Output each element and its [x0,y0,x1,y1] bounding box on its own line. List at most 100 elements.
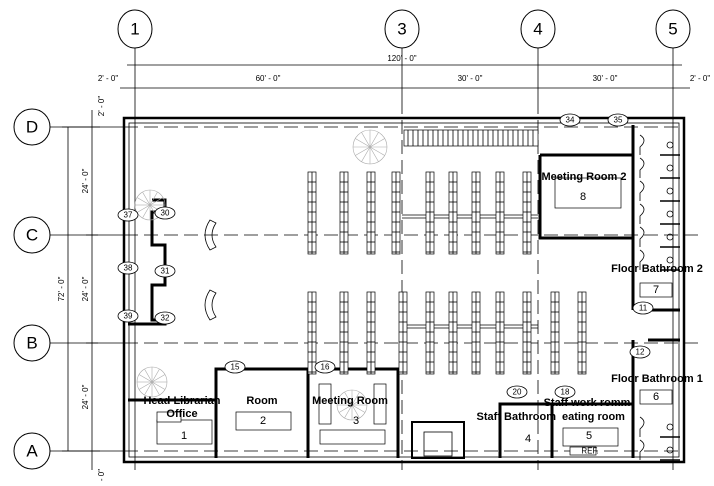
grid-bubble-B: B [13,324,51,362]
dim-bay-4-5: 30' - 0" [593,74,618,83]
dim-top-offset: 2' - 0" [97,96,106,117]
ref-label: REF. [581,447,598,456]
bookshelf [577,291,587,375]
room-name-room: Room [246,395,277,407]
grid-label: 1 [130,20,139,39]
door-tag: 30 [154,206,176,220]
dim-bay-1-3: 60' - 0" [256,74,281,83]
door-tag: 31 [154,264,176,278]
toilet-stall [639,249,680,271]
dim-overall-height: 72' - 0" [57,276,66,301]
room-name-meeting-room-2: Meeting Room 2 [542,171,627,183]
door-tag: 35 [607,113,629,127]
dim-right-offset: 2' - 0" [690,74,711,83]
toilet-stall [639,439,680,461]
room-name-head-librarian: Head Librarian [143,395,220,407]
bookshelf [425,291,435,375]
plants [134,129,388,421]
door-tag: 15 [224,360,246,374]
grid-label: D [26,118,38,137]
bookshelf [471,171,481,255]
room-name-floor-bathroom-2: Floor Bathroom 2 [611,263,703,275]
door-tag: 18 [554,385,576,399]
dim-row-c-b: 24' - 0" [81,276,90,301]
bookshelf [448,291,458,375]
room-number-1: 1 [181,430,187,442]
room-name-office: Office [166,408,197,420]
toilet-stall [639,226,680,248]
door-tag-number: 20 [513,388,522,397]
door-tag-number: 35 [614,116,623,125]
door-tag-number: 11 [639,304,648,313]
grid-label: 4 [533,20,542,39]
door-tag: 34 [559,113,581,127]
dim-row-d-c: 24' - 0" [81,168,90,193]
grid-bubble-C: C [13,216,51,254]
grid-label: 3 [397,20,406,39]
toilet-stalls [639,134,680,461]
toilet-stall [639,416,680,438]
bookshelf [471,291,481,375]
door-tag: 37 [117,208,139,222]
room-number-6: 6 [653,391,659,403]
door-tag-number: 31 [161,267,170,276]
grid-bubble-1: 1 [117,9,153,49]
room-number-2: 2 [260,415,266,427]
bookshelf [366,171,376,255]
grid-label: 5 [668,20,677,39]
door-tag-number: 15 [231,363,240,372]
bookshelf [339,171,349,255]
door-tag: 39 [117,309,139,323]
stair [403,129,539,147]
room-name-floor-bathroom-1: Floor Bathroom 1 [611,373,703,385]
dimension-lines [62,64,690,470]
bookshelf [391,171,401,255]
bookshelf [339,291,349,375]
door-tags: 37 38 39 30 31 32 15 16 20 18 11 12 34 35 [117,113,654,399]
grid-bubble-D: D [13,108,51,146]
door-tag: 11 [632,301,654,315]
dim-bay-3-4: 30' - 0" [458,74,483,83]
grid-label: A [26,442,38,461]
plant-icon [336,389,368,421]
plant-icon [352,129,388,165]
bookshelf [550,291,560,375]
dim-row-b-a: 24' - 0" [81,384,90,409]
bookshelf [522,171,532,255]
toilet-stall [639,157,680,179]
room-name-staff-work-room: Staff work romm [544,397,631,409]
door-tag-number: 32 [161,314,170,323]
door-tag: 12 [629,345,651,359]
room-name-meeting-room: Meeting Room [312,395,388,407]
grid-label: B [26,334,37,353]
room-number-8: 8 [580,191,586,203]
door-tag: 20 [506,385,528,399]
grid-label: C [26,226,38,245]
bookshelf [448,171,458,255]
grid-bubble-A: A [13,432,51,470]
bookshelf [495,171,505,255]
bookshelf [366,291,376,375]
door-tag: 38 [117,261,139,275]
bookshelf [307,171,317,255]
bookshelf [307,291,317,375]
plant-icon [136,366,168,398]
dim-bottom-offset: - 0" [97,469,106,481]
exterior-walls [122,116,686,464]
door-tag-number: 39 [124,312,133,321]
room-number-4: 4 [525,433,531,445]
door-tag: 16 [314,360,336,374]
door-tag-number: 38 [124,264,133,273]
furniture [156,177,673,456]
toilet-stall [639,134,680,156]
door-tag: 32 [154,311,176,325]
dim-left-offset: 2' - 0" [98,74,119,83]
bookshelf [398,291,408,375]
door-tag-number: 18 [561,388,570,397]
door-tag-number: 37 [124,211,133,220]
room-name-eating-room: eating room [562,411,625,423]
bookshelf [495,291,505,375]
grid-bubble-5: 5 [655,9,691,49]
bookshelves [307,171,587,375]
